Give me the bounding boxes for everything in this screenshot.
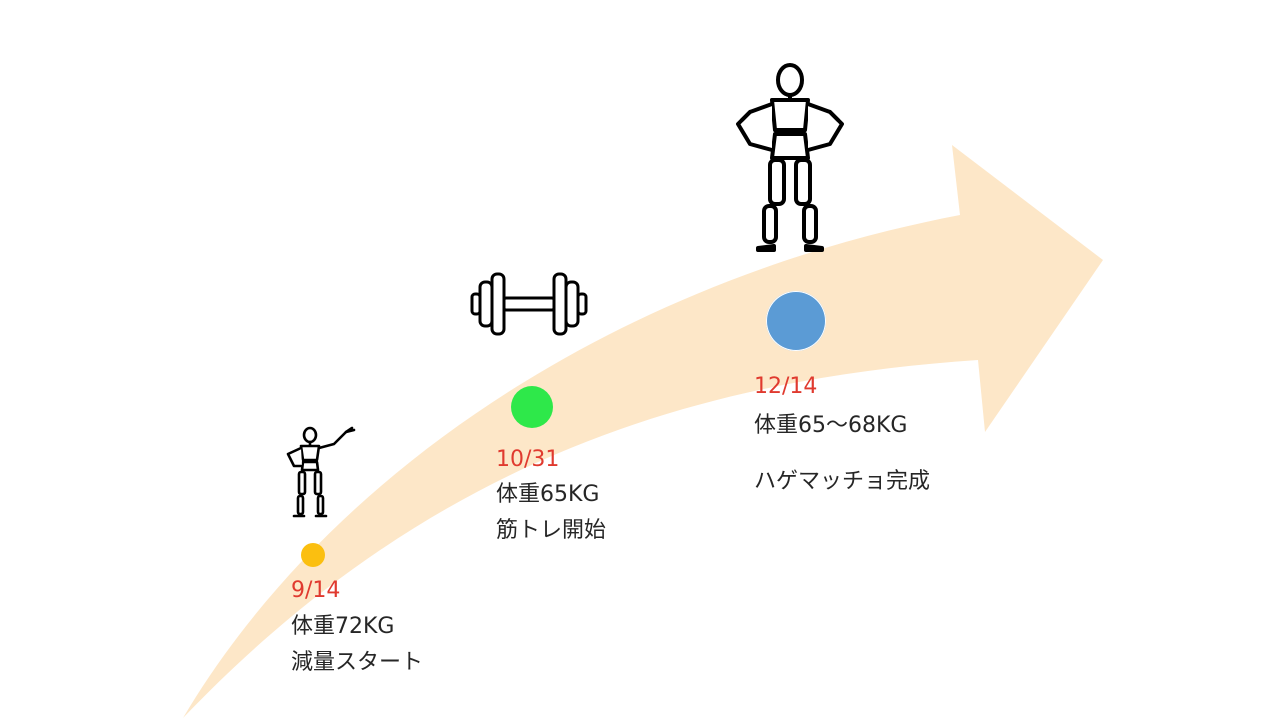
milestone-weight-3: 体重65～68KG — [754, 413, 908, 438]
standing-mannequin-icon — [736, 63, 844, 252]
milestone-weight-1: 体重72KG — [291, 614, 395, 639]
arrow-shape — [183, 145, 1103, 718]
milestone-date-3: 12/14 — [754, 374, 818, 399]
milestone-date-2: 10/31 — [496, 447, 560, 472]
milestone-date-1: 9/14 — [291, 578, 341, 603]
dumbbell-icon — [470, 272, 588, 336]
milestone-dot-3 — [766, 291, 826, 351]
pointing-mannequin-icon — [286, 426, 356, 518]
milestone-dot-1 — [301, 543, 325, 567]
milestone-label-2: 筋トレ開始 — [496, 518, 607, 543]
milestone-dot-2 — [511, 386, 553, 428]
milestone-weight-2: 体重65KG — [496, 482, 600, 507]
milestone-label-1: 減量スタート — [291, 650, 424, 675]
milestone-label-3: ハゲマッチョ完成 — [754, 469, 931, 494]
